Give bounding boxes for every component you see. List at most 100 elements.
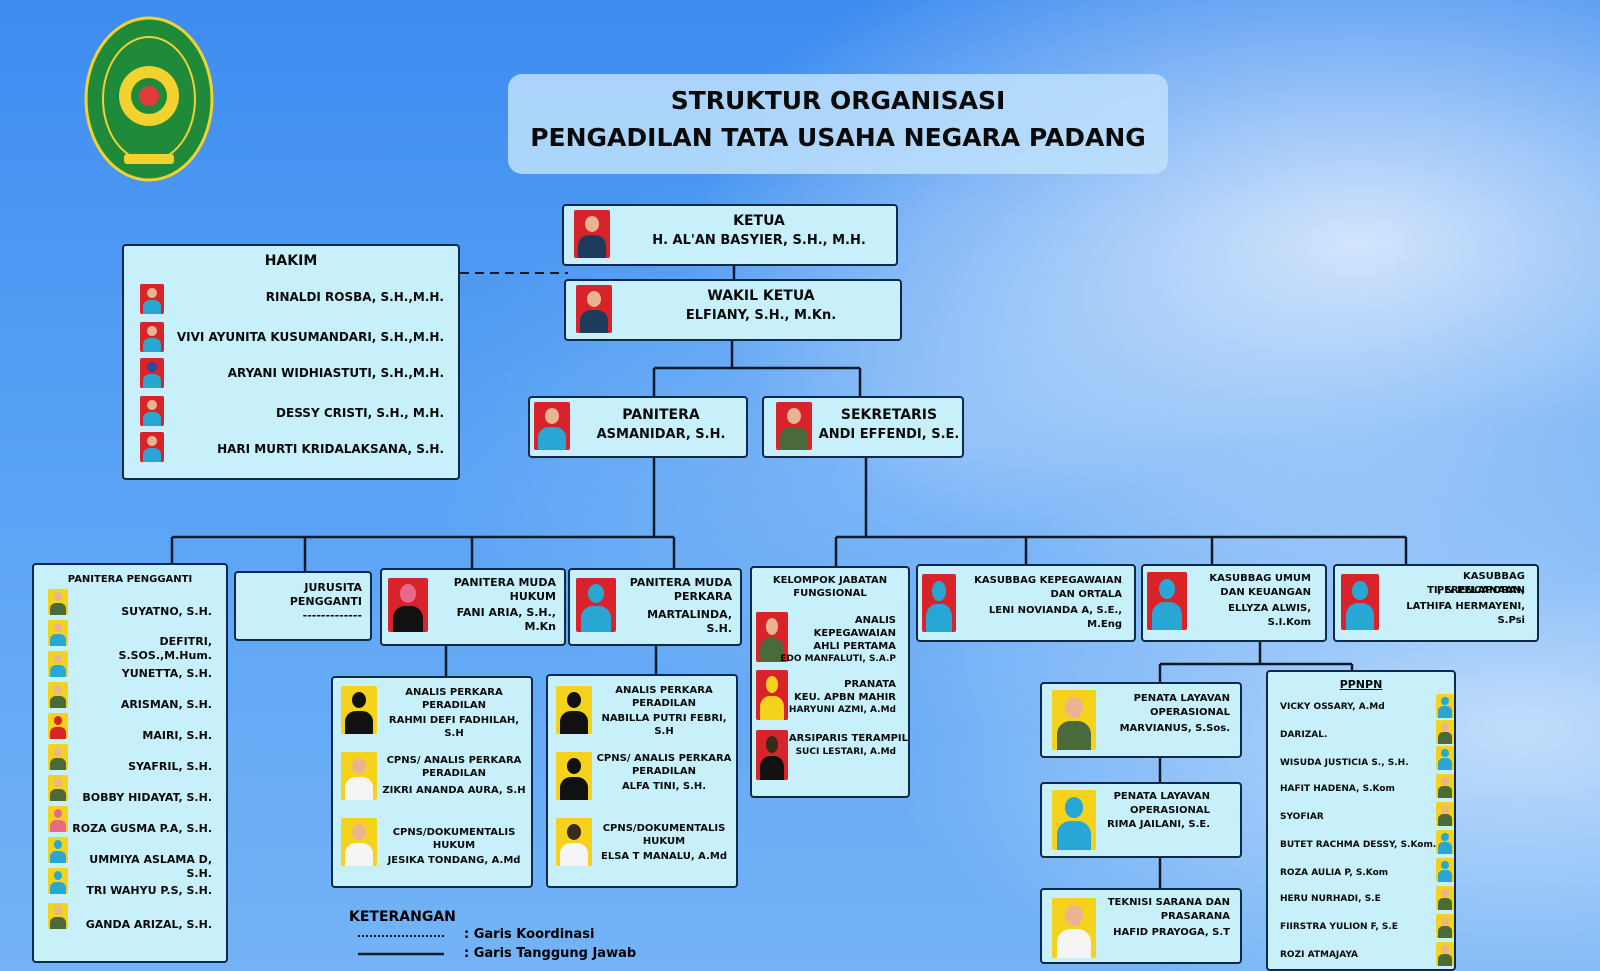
- umum-staff-name: MARVIANUS, S.Sos.: [1119, 723, 1230, 734]
- fungsional-role: KEPEGAWAIAN: [813, 628, 896, 639]
- pm-perkara-title: PERKARA: [673, 590, 732, 603]
- kepegawaian-title: KASUBBAG KEPEGAWAIAN: [974, 575, 1122, 586]
- pp-member: YUNETTA, S.H.: [121, 667, 212, 680]
- umum-title: KASUBBAG UMUM: [1209, 573, 1311, 584]
- ppnpn-box: PPNPN VICKY OSSARY, A.Md DARIZAL. WISUDA…: [1266, 670, 1456, 971]
- staff-photo: [341, 686, 377, 734]
- perencanaan-photo: [1341, 574, 1379, 630]
- pm-perkara-box: PANITERA MUDA PERKARA MARTALINDA, S.H.: [568, 568, 742, 646]
- ketua-box: KETUA H. AL'AN BASYIER, S.H., M.H.: [562, 204, 898, 266]
- hakim-member: VIVI AYUNITA KUSUMANDARI, S.H.,M.H.: [176, 330, 444, 344]
- pp-photo: [48, 868, 68, 894]
- pm-hukum-title: HUKUM: [509, 590, 556, 603]
- page-title: STRUKTUR ORGANISASI PENGADILAN TATA USAH…: [508, 74, 1168, 174]
- perencanaan-title: KASUBBAG PERENCANAAN,: [1436, 571, 1525, 596]
- staff-role: PERADILAN: [421, 700, 487, 711]
- ppnpn-member: VICKY OSSARY, A.Md: [1280, 702, 1385, 712]
- panitera-pengganti-box: PANITERA PENGGANTI SUYATNO, S.H. DEFITRI…: [32, 563, 228, 963]
- ppnpn-photo: [1436, 914, 1454, 938]
- sekretaris-name: ANDI EFFENDI, S.E.: [818, 427, 960, 442]
- sekretaris-photo: [776, 402, 812, 450]
- pp-photo: [48, 775, 68, 801]
- staff-role: CPNS/DOKUMENTALIS: [602, 823, 726, 834]
- pp-member: SYAFRIL, S.H.: [128, 760, 212, 773]
- pm-hukum-box: PANITERA MUDA HUKUM FANI ARIA, S.H., M.K…: [380, 568, 566, 646]
- umum-staff-name: HAFID PRAYOGA, S.T: [1113, 927, 1230, 938]
- hakim-member: HARI MURTI KRIDALAKSANA, S.H.: [217, 442, 444, 456]
- ppnpn-photo: [1436, 694, 1454, 718]
- umum-staff-role: OPERASIONAL: [1149, 707, 1230, 718]
- pm-perkara-name: MARTALINDA, S.H.: [647, 608, 732, 635]
- fungsional-photo: [756, 730, 788, 780]
- fungsional-name: EDO MANFALUTI, S.A.P: [780, 654, 896, 664]
- pm-hukum-title: PANITERA MUDA: [453, 576, 556, 589]
- umum-name: ELLYZA ALWIS, S.I.Kom: [1228, 603, 1311, 628]
- staff-name: RAHMI DEFI FADHILAH, S.H: [388, 715, 520, 739]
- legend-dotted-label: : Garis Koordinasi: [464, 927, 595, 942]
- ppnpn-member: HAFIT HADENA, S.Kom: [1280, 784, 1395, 794]
- umum-staff-photo: [1052, 898, 1096, 958]
- umum-staff-role: TEKNISI SARANA DAN: [1107, 897, 1230, 908]
- staff-photo: [556, 752, 592, 800]
- ketua-name: H. AL'AN BASYIER, S.H., M.H.: [652, 233, 866, 248]
- umum-staff-role: OPERASIONAL: [1129, 805, 1210, 816]
- umum-staff-photo: [1052, 790, 1096, 850]
- hakim-member: DESSY CRISTI, S.H., M.H.: [276, 406, 444, 420]
- staff-name: NABILLA PUTRI FEBRI, S.H: [601, 713, 727, 737]
- wakil-ketua-photo: [576, 285, 612, 333]
- umum-staff-box: TEKNISI SARANA DAN PRASARANA HAFID PRAYO…: [1040, 888, 1242, 964]
- ppnpn-photo: [1436, 942, 1454, 966]
- ppnpn-photo: [1436, 774, 1454, 798]
- ppnpn-member: BUTET RACHMA DESSY, S.Kom.: [1280, 840, 1437, 850]
- pp-member: BOBBY HIDAYAT, S.H.: [82, 791, 212, 804]
- title-line-2: PENGADILAN TATA USAHA NEGARA PADANG: [530, 123, 1146, 152]
- kepegawaian-photo: [922, 574, 956, 632]
- jurusita-box: JURUSITA PENGGANTI -------------: [234, 571, 372, 641]
- pp-member: UMMIYA ASLAMA D, S.H.: [89, 853, 212, 880]
- pp-photo: [48, 713, 68, 739]
- hakim-photo: [140, 322, 164, 352]
- title-line-1: STRUKTUR ORGANISASI: [670, 86, 1006, 115]
- staff-photo: [341, 818, 377, 866]
- fungsional-role: ARSIPARIS TERAMPIL: [788, 733, 908, 744]
- panitera-photo: [534, 402, 570, 450]
- hakim-photo: [140, 432, 164, 462]
- ppnpn-photo: [1436, 746, 1454, 770]
- pm-perkara-staff-box: ANALIS PERKARA PERADILAN NABILLA PUTRI F…: [546, 674, 738, 888]
- ketua-photo: [574, 210, 610, 258]
- wakil-ketua-box: WAKIL KETUA ELFIANY, S.H., M.Kn.: [564, 279, 902, 341]
- fungsional-role: ANALIS: [854, 615, 896, 626]
- umum-staff-role: PENATA LAYAVAN: [1133, 693, 1230, 704]
- legend-title: KETERANGAN: [349, 909, 456, 925]
- staff-name: ELSA T MANALU, A.Md: [601, 851, 727, 862]
- ppnpn-photo: [1436, 830, 1454, 854]
- umum-box: KASUBBAG UMUM DAN KEUANGAN ELLYZA ALWIS,…: [1141, 564, 1327, 642]
- pp-member: ROZA GUSMA P.A, S.H.: [72, 822, 212, 835]
- jurusita-title: PENGGANTI: [289, 595, 362, 608]
- fungsional-role: AHLI PERTAMA: [813, 641, 896, 652]
- umum-title: DAN KEUANGAN: [1220, 587, 1311, 598]
- perencanaan-name: LATHIFA HERMAYENI, S.Psi: [1406, 601, 1525, 626]
- pm-perkara-title: PANITERA MUDA: [629, 576, 732, 589]
- pp-member: GANDA ARIZAL, S.H.: [85, 918, 212, 931]
- ppnpn-photo: [1436, 720, 1454, 744]
- umum-photo: [1147, 572, 1187, 630]
- ppnpn-photo: [1436, 858, 1454, 882]
- ppnpn-member: ROZA AULIA P, S.Kom: [1280, 868, 1389, 878]
- umum-staff-name: RIMA JAILANI, S.E.: [1107, 819, 1210, 830]
- staff-role: ANALIS PERKARA: [615, 685, 713, 696]
- hakim-photo: [140, 358, 164, 388]
- fungsional-name: HARYUNI AZMI, A.Md: [788, 705, 896, 715]
- staff-photo: [556, 818, 592, 866]
- hakim-title: HAKIM: [264, 253, 318, 269]
- pm-hukum-name: FANI ARIA, S.H., M.Kn: [456, 606, 556, 633]
- staff-role: CPNS/ ANALIS PERKARA: [386, 755, 522, 766]
- staff-name: JESIKA TONDANG, A.Md: [387, 855, 521, 866]
- pp-photo: [48, 903, 68, 929]
- pp-photo: [48, 682, 68, 708]
- umum-staff-role: PRASARANA: [1160, 911, 1230, 922]
- fungsional-role: PRANATA: [844, 679, 896, 690]
- umum-staff-role: PENATA LAYAVAN: [1113, 791, 1210, 802]
- ppnpn-member: DARIZAL.: [1280, 730, 1328, 740]
- jurusita-value: -------------: [302, 609, 362, 622]
